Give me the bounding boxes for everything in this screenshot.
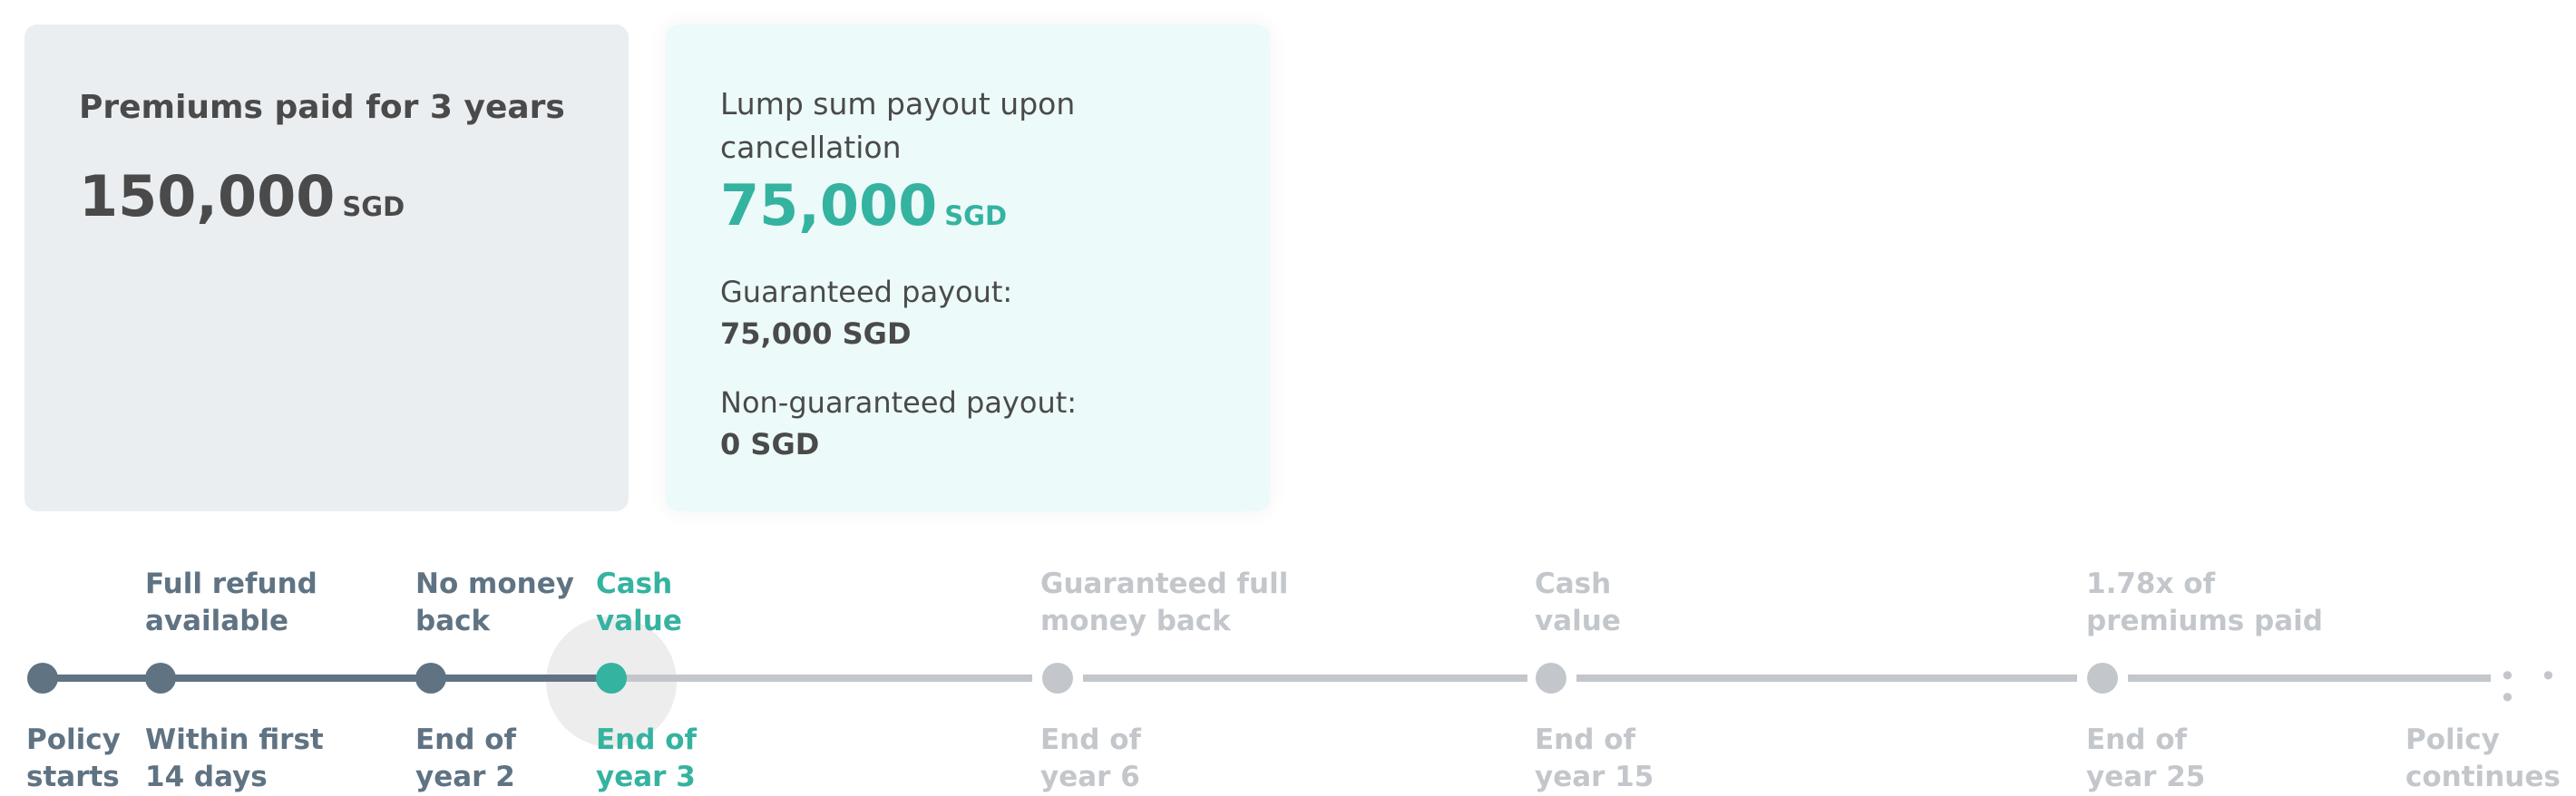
milestone-dot-first-14-days[interactable] <box>145 663 176 694</box>
milestone-1-top-label: Full refund available <box>145 566 317 640</box>
premiums-currency: SGD <box>342 191 405 222</box>
milestone-3-top-line1: Cash <box>596 568 673 600</box>
milestone-4-top-line2: money back <box>1040 605 1231 637</box>
milestone-6-top-label: 1.78x of premiums paid <box>2086 566 2323 640</box>
milestone-dot-year-2[interactable] <box>415 663 446 694</box>
milestone-6-bottom-line2: year 25 <box>2086 761 2206 793</box>
milestone-1-bottom-line2: 14 days <box>145 761 268 793</box>
milestone-dot-year-3-current[interactable] <box>596 663 627 694</box>
milestone-1-top-line2: available <box>145 605 289 637</box>
timeline-segment-line <box>612 675 1032 682</box>
milestone-1-bottom-line1: Within first <box>145 723 324 756</box>
timeline-segment-line <box>1083 675 1527 682</box>
milestone-7-bottom-label: Policy continues <box>2405 722 2561 796</box>
milestone-2-bottom-line1: End of <box>415 723 517 756</box>
milestone-6-bottom-label: End of year 25 <box>2086 722 2205 796</box>
milestone-6-top-line2: premiums paid <box>2086 605 2323 637</box>
payout-currency: SGD <box>944 200 1008 231</box>
milestone-0-bottom-line2: starts <box>26 761 120 793</box>
milestone-dot-year-6[interactable] <box>1042 663 1073 694</box>
milestone-7-bottom-line2: continues <box>2405 761 2561 793</box>
milestone-5-top-label: Cash value <box>1535 566 1621 640</box>
guaranteed-payout-label: Guaranteed payout: <box>720 275 1013 309</box>
timeline-segment-line <box>2128 675 2491 682</box>
milestone-3-top-label: Cash value <box>596 566 682 640</box>
milestone-5-bottom-label: End of year 15 <box>1535 722 1654 796</box>
milestone-3-bottom-line2: year 3 <box>596 761 696 793</box>
milestone-0-bottom-line1: Policy <box>26 723 121 756</box>
milestone-4-bottom-line2: year 6 <box>1040 761 1140 793</box>
milestone-5-bottom-line1: End of <box>1535 723 1636 756</box>
payout-title: Lump sum payout upon cancellation <box>720 86 1076 165</box>
premiums-title: Premiums paid for 3 years <box>79 89 565 126</box>
timeline-segment-line <box>1576 675 2077 682</box>
timeline-progress-line <box>43 675 612 682</box>
milestone-4-top-label: Guaranteed full money back <box>1040 566 1288 640</box>
nonguaranteed-payout-label: Non-guaranteed payout: <box>720 385 1078 420</box>
guaranteed-payout-value: 75,000 SGD <box>720 316 912 351</box>
nonguaranteed-payout-value: 0 SGD <box>720 427 820 461</box>
milestone-dot-year-15[interactable] <box>1536 663 1566 694</box>
milestone-1-top-line1: Full refund <box>145 568 317 600</box>
milestone-5-bottom-line2: year 15 <box>1535 761 1654 793</box>
payout-amount-value: 75,000 <box>720 172 938 238</box>
timeline-continues-ellipsis: • • • <box>2499 659 2564 715</box>
milestone-3-bottom-label: End of year 3 <box>596 722 697 796</box>
milestone-5-top-line1: Cash <box>1535 568 1612 600</box>
milestone-3-top-line2: value <box>596 605 682 637</box>
milestone-2-top-line2: back <box>415 605 491 637</box>
milestone-0-bottom-label: Policy starts <box>26 722 121 796</box>
milestone-7-bottom-line1: Policy <box>2405 723 2500 756</box>
premiums-amount-value: 150,000 <box>79 163 336 229</box>
milestone-6-bottom-line1: End of <box>2086 723 2188 756</box>
milestone-6-top-line1: 1.78x of <box>2086 568 2216 600</box>
milestone-4-bottom-label: End of year 6 <box>1040 722 1141 796</box>
milestone-1-bottom-label: Within first 14 days <box>145 722 324 796</box>
milestone-2-bottom-line2: year 2 <box>415 761 515 793</box>
milestone-4-bottom-line1: End of <box>1040 723 1142 756</box>
milestone-2-bottom-label: End of year 2 <box>415 722 516 796</box>
milestone-2-top-label: No money back <box>415 566 574 640</box>
milestone-4-top-line1: Guaranteed full <box>1040 568 1289 600</box>
payout-card: Lump sum payout upon cancellation 75,000… <box>666 24 1270 511</box>
milestone-5-top-line2: value <box>1535 605 1621 637</box>
milestone-2-top-line1: No money <box>415 568 574 600</box>
milestone-dot-policy-starts[interactable] <box>27 663 58 694</box>
milestone-3-bottom-line1: End of <box>596 723 698 756</box>
milestone-dot-year-25[interactable] <box>2087 663 2118 694</box>
